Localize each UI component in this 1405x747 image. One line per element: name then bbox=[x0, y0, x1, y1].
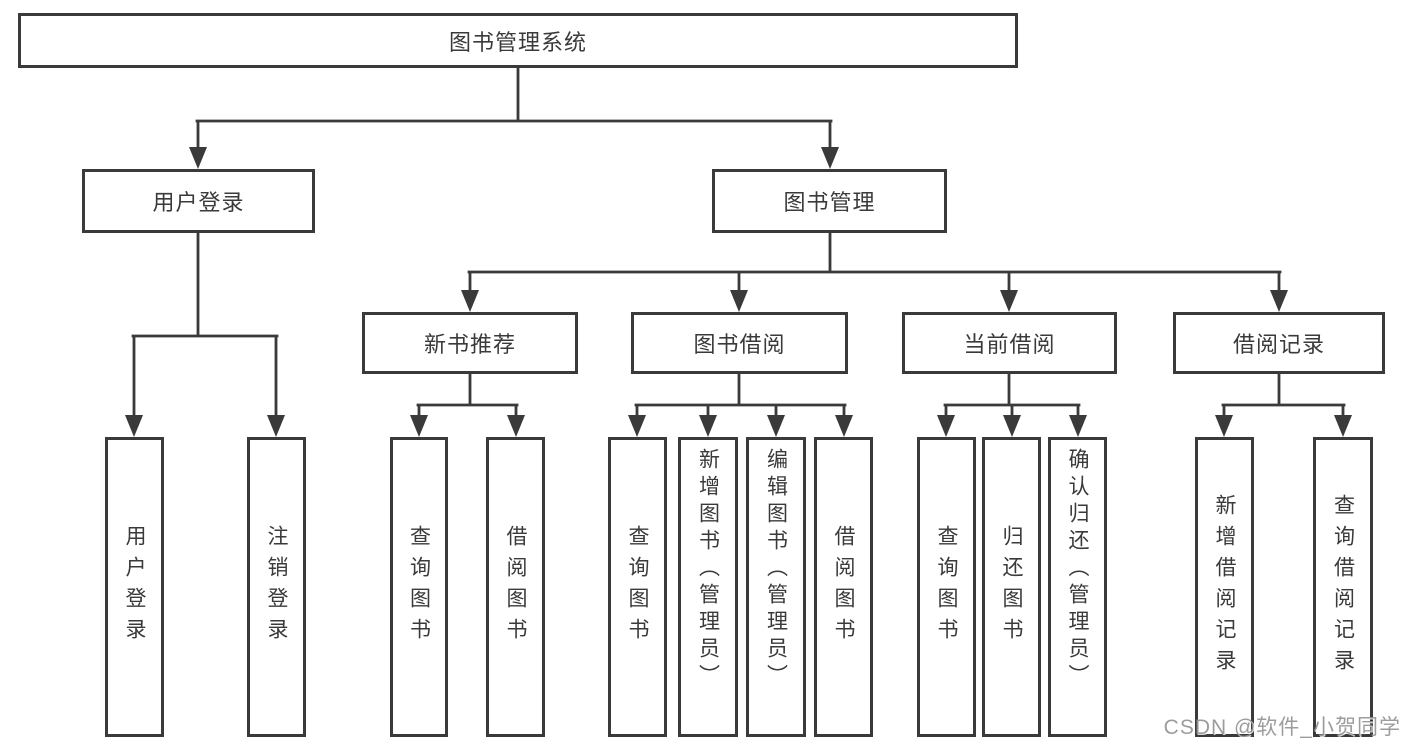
arrow-down-icon bbox=[628, 415, 646, 437]
arrow-down-icon bbox=[507, 415, 525, 437]
node-borrow-records: 借阅记录 bbox=[1173, 312, 1385, 374]
leaf-current-confirm-return-admin-label: 确认归还（管理员） bbox=[1066, 448, 1089, 691]
arrow-down-icon bbox=[1069, 415, 1087, 437]
leaf-logout-label: 注销登录 bbox=[265, 525, 288, 649]
connector-borrow-to-leaves bbox=[634, 372, 847, 420]
arrow-down-icon bbox=[189, 147, 207, 169]
arrow-down-icon bbox=[1215, 415, 1233, 437]
node-user-login: 用户登录 bbox=[82, 169, 315, 233]
connector-book-mgmt-to-level3 bbox=[467, 231, 1282, 295]
leaf-borrow-borrow-books-label: 借阅图书 bbox=[832, 525, 855, 649]
node-new-book-recommend: 新书推荐 bbox=[362, 312, 578, 374]
node-user-login-label: 用户登录 bbox=[152, 190, 245, 215]
leaf-records-add-record: 新增借阅记录 bbox=[1195, 437, 1254, 737]
arrow-down-icon bbox=[767, 415, 785, 437]
arrow-down-icon bbox=[835, 415, 853, 437]
node-borrow-records-label: 借阅记录 bbox=[1232, 332, 1325, 357]
connector-records-to-leaves bbox=[1221, 372, 1346, 420]
leaf-logout: 注销登录 bbox=[247, 437, 306, 737]
arrow-down-icon bbox=[1003, 415, 1021, 437]
node-book-management: 图书管理 bbox=[712, 169, 947, 233]
leaf-current-confirm-return-admin: 确认归还（管理员） bbox=[1048, 437, 1107, 737]
leaf-borrow-edit-books-admin: 编辑图书（管理员） bbox=[746, 437, 806, 737]
connector-user-login-to-leaves bbox=[131, 231, 279, 420]
arrow-down-icon bbox=[125, 415, 143, 437]
connector-recommend-to-leaves bbox=[416, 372, 519, 420]
arrow-down-icon bbox=[461, 290, 479, 312]
leaf-borrow-edit-books-admin-label: 编辑图书（管理员） bbox=[764, 448, 788, 691]
leaf-recommend-query-books: 查询图书 bbox=[390, 437, 448, 737]
leaf-records-query-record: 查询借阅记录 bbox=[1313, 437, 1373, 737]
node-root: 图书管理系统 bbox=[18, 13, 1018, 68]
leaf-records-query-record-label: 查询借阅记录 bbox=[1331, 494, 1355, 680]
leaf-records-add-record-label: 新增借阅记录 bbox=[1213, 494, 1236, 680]
leaf-borrow-query-books: 查询图书 bbox=[608, 437, 667, 737]
arrow-down-icon bbox=[1270, 290, 1288, 312]
leaf-current-query-books: 查询图书 bbox=[917, 437, 976, 737]
arrow-down-icon bbox=[410, 415, 428, 437]
leaf-recommend-query-books-label: 查询图书 bbox=[407, 525, 431, 649]
arrow-down-icon bbox=[1334, 415, 1352, 437]
arrow-down-icon bbox=[699, 415, 717, 437]
node-book-borrow: 图书借阅 bbox=[631, 312, 848, 374]
arrow-down-icon bbox=[821, 147, 839, 169]
leaf-current-return-books: 归还图书 bbox=[982, 437, 1041, 737]
leaf-current-query-books-label: 查询图书 bbox=[935, 525, 958, 649]
node-new-book-recommend-label: 新书推荐 bbox=[423, 332, 516, 357]
connector-current-to-leaves bbox=[943, 372, 1081, 420]
leaf-user-login-label: 用户登录 bbox=[123, 525, 146, 649]
leaf-current-return-books-label: 归还图书 bbox=[1000, 525, 1023, 649]
leaf-recommend-borrow-books: 借阅图书 bbox=[486, 437, 545, 737]
node-current-borrow: 当前借阅 bbox=[902, 312, 1117, 374]
node-book-borrow-label: 图书借阅 bbox=[693, 332, 786, 357]
arrow-down-icon bbox=[937, 415, 955, 437]
leaf-user-login: 用户登录 bbox=[105, 437, 164, 737]
connector-root-to-level2 bbox=[195, 66, 833, 152]
arrow-down-icon bbox=[267, 415, 285, 437]
leaf-borrow-add-books-admin: 新增图书（管理员） bbox=[678, 437, 738, 737]
leaf-borrow-query-books-label: 查询图书 bbox=[626, 525, 649, 649]
leaf-recommend-borrow-books-label: 借阅图书 bbox=[504, 525, 527, 649]
node-current-borrow-label: 当前借阅 bbox=[963, 332, 1056, 357]
arrow-down-icon bbox=[730, 290, 748, 312]
arrow-down-icon bbox=[1000, 290, 1018, 312]
node-root-label: 图书管理系统 bbox=[448, 29, 587, 55]
leaf-borrow-borrow-books: 借阅图书 bbox=[814, 437, 873, 737]
leaf-borrow-add-books-admin-label: 新增图书（管理员） bbox=[696, 448, 720, 691]
node-book-management-label: 图书管理 bbox=[783, 190, 876, 215]
